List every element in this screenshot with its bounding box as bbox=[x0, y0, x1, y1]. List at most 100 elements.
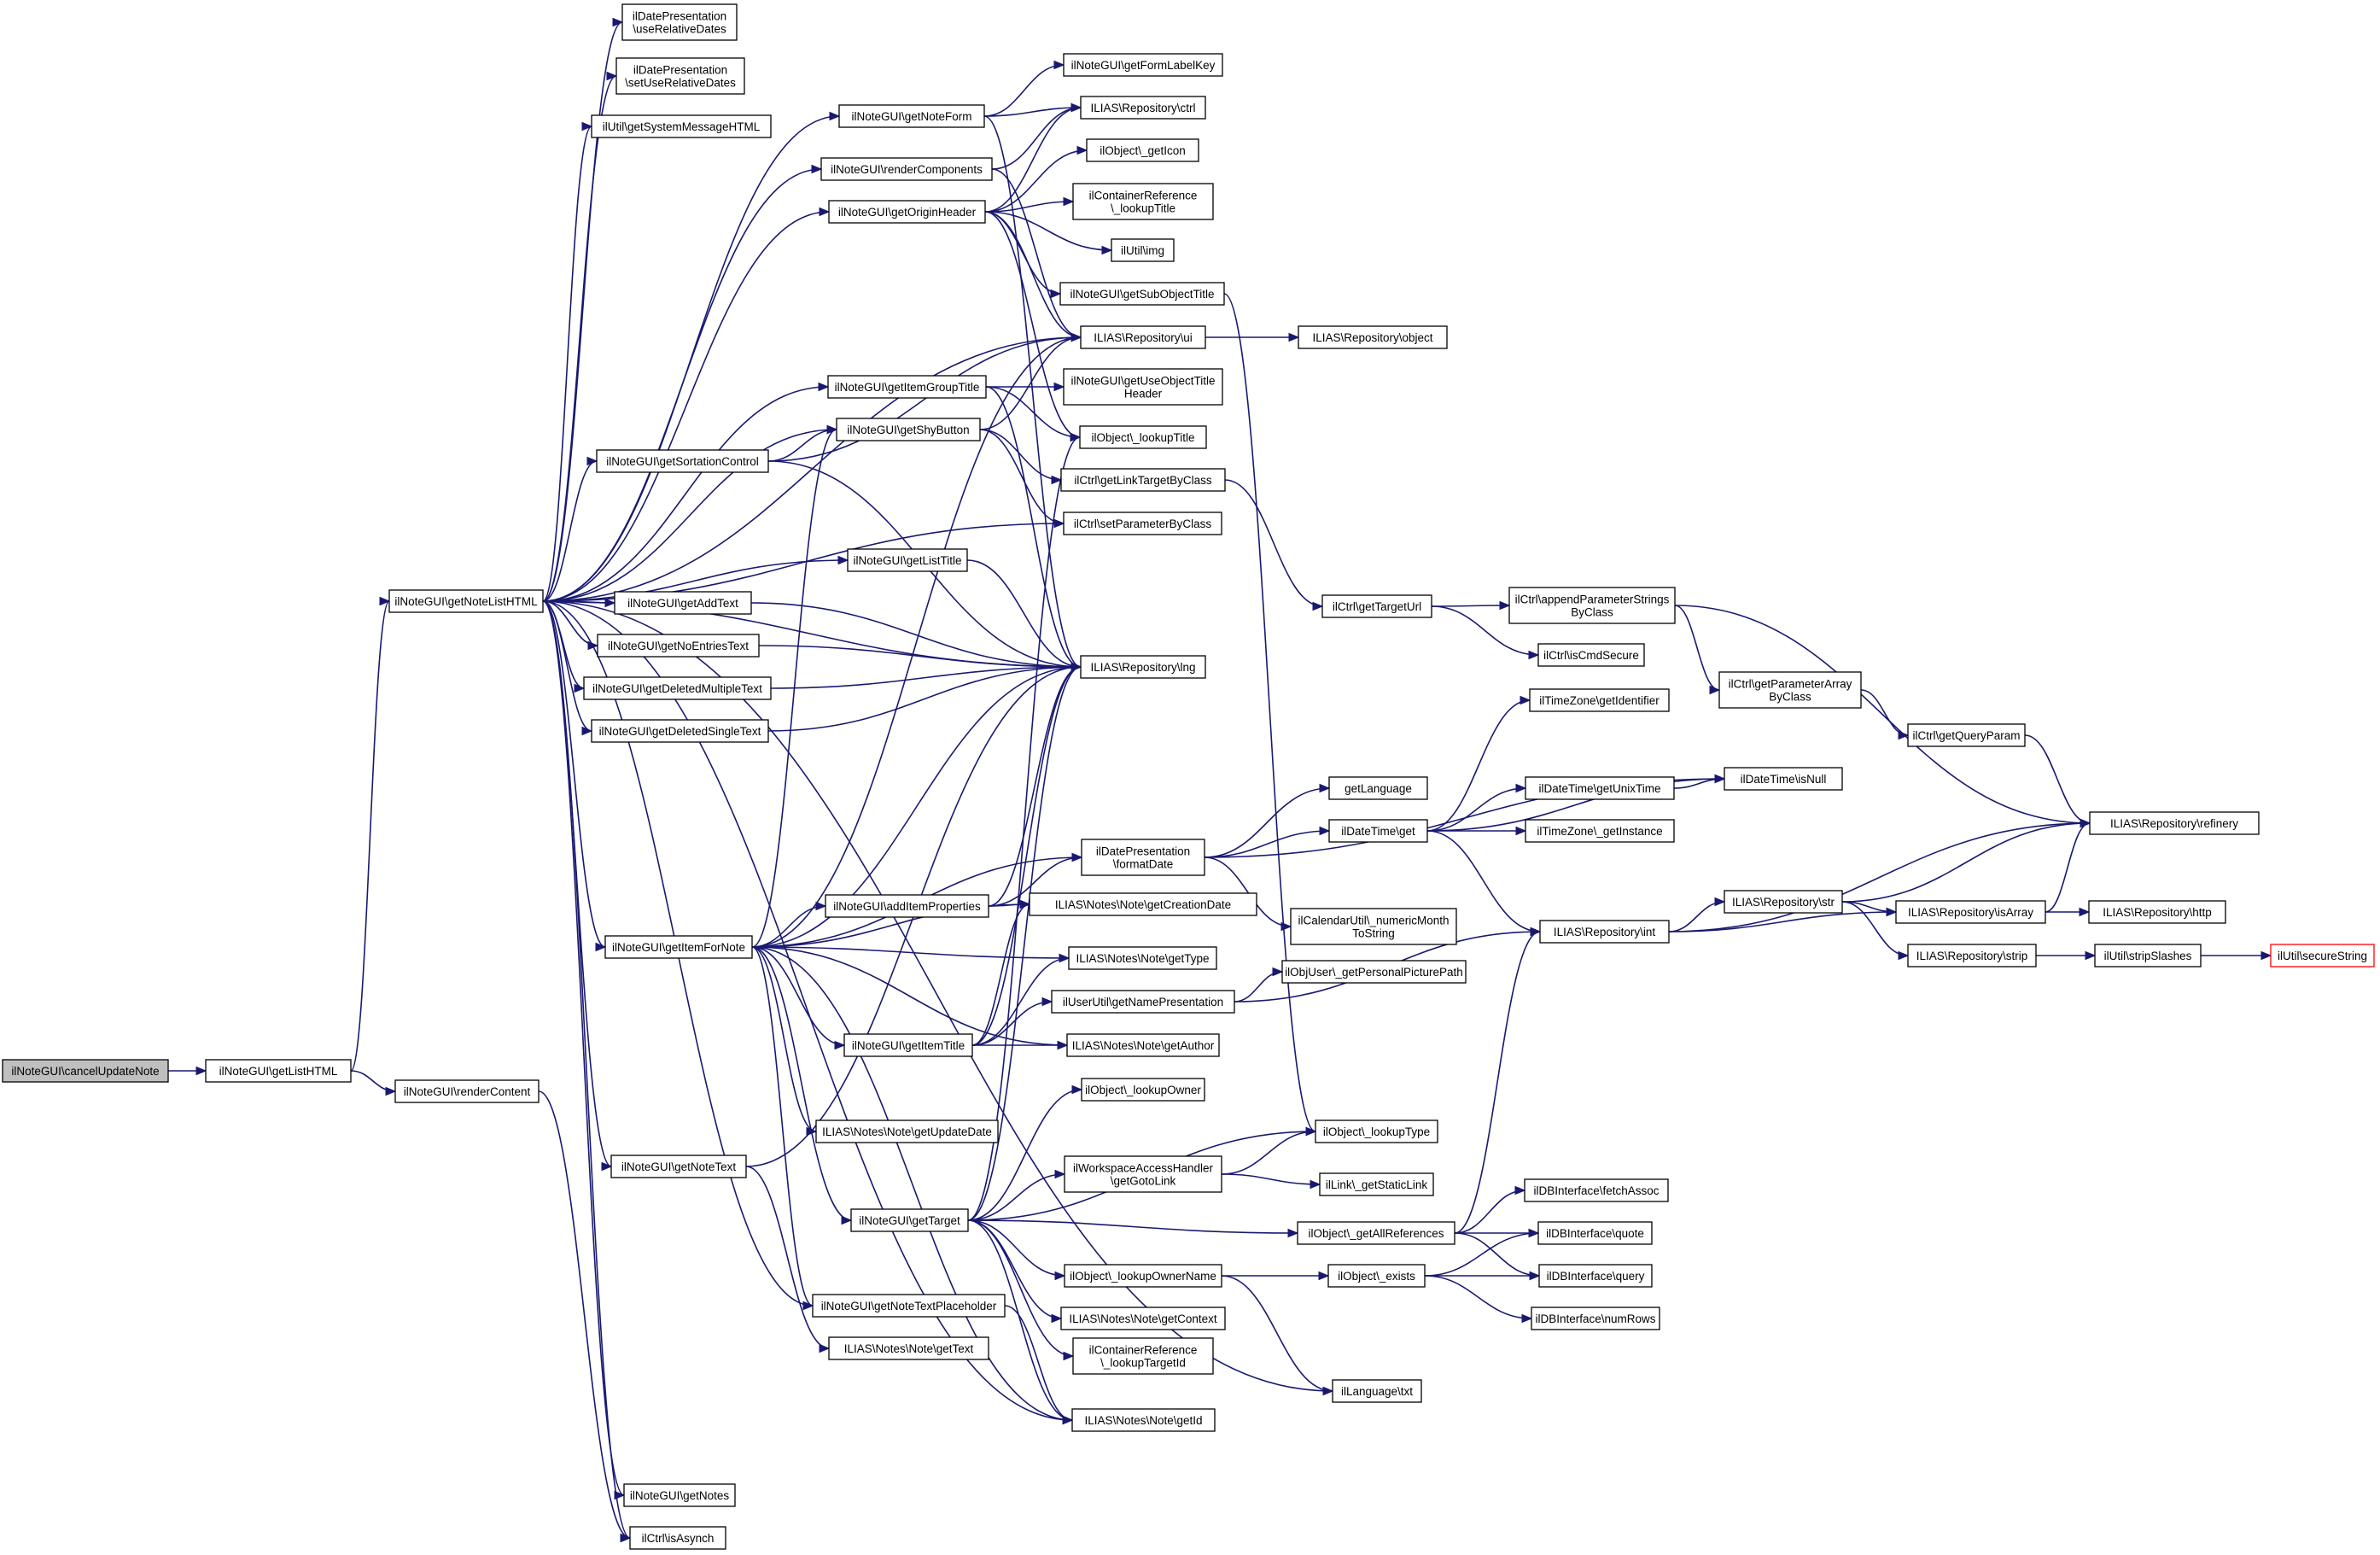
node-ilias-notes-note-getcontext[interactable]: ILIAS\Notes\Note\getContext bbox=[1060, 1307, 1226, 1330]
node-ilobject-lookuptitle[interactable]: ilObject\_lookupTitle bbox=[1079, 425, 1207, 449]
node-ilnotegui-getoriginheader[interactable]: ilNoteGUI\getOriginHeader bbox=[828, 200, 986, 224]
node-getlanguage[interactable]: getLanguage bbox=[1328, 776, 1428, 800]
node-ilnotegui-getnotetextplaceholder[interactable]: ilNoteGUI\getNoteTextPlaceholder bbox=[812, 1294, 1006, 1318]
node-ilobject-lookuptype[interactable]: ilObject\_lookupType bbox=[1315, 1119, 1438, 1143]
node-ilnotegui-getnoentriestext[interactable]: ilNoteGUI\getNoEntriesText bbox=[597, 634, 760, 658]
node-iltimezone-getidentifier[interactable]: ilTimeZone\getIdentifier bbox=[1529, 688, 1670, 712]
node-ildbinterface-query[interactable]: ilDBInterface\query bbox=[1538, 1264, 1653, 1288]
node-box bbox=[850, 1208, 969, 1232]
node-ilnotegui-rendercomponents[interactable]: ilNoteGUI\renderComponents bbox=[820, 157, 993, 181]
node-iluserutil-getnamepresentation[interactable]: ilUserUtil\getNamePresentation bbox=[1051, 990, 1235, 1014]
node-ilias-repository-object[interactable]: ILIAS\Repository\object bbox=[1298, 325, 1448, 349]
node-ilias-repository-isarray[interactable]: ILIAS\Repository\isArray bbox=[1895, 900, 2046, 924]
node-ilctrl-setparameterbyclass[interactable]: ilCtrl\setParameterByClass bbox=[1063, 512, 1222, 535]
node-ilnotegui-getitemfornote[interactable]: ilNoteGUI\getItemForNote bbox=[604, 935, 753, 959]
node-ilias-repository-strip[interactable]: ILIAS\Repository\strip bbox=[1907, 944, 2037, 967]
node-label: ILIAS\Repository\int bbox=[1554, 926, 1656, 938]
node-ilctrl-getlinktargetbyclass[interactable]: ilCtrl\getLinkTargetByClass bbox=[1060, 468, 1226, 492]
node-ilnotegui-getnotetext[interactable]: ilNoteGUI\getNoteText bbox=[610, 1155, 747, 1178]
node-ilias-notes-note-gettype[interactable]: ILIAS\Notes\Note\getType bbox=[1068, 946, 1217, 970]
call-edge-n9-n28 bbox=[984, 211, 1082, 342]
node-label: ilObject\_lookupTitle bbox=[1091, 431, 1194, 444]
node-ilcontainerreference-lookuptargetid[interactable]: ilContainerReference\_lookupTargetId bbox=[1072, 1337, 1214, 1375]
node-ilias-repository-int[interactable]: ILIAS\Repository\int bbox=[1539, 920, 1670, 944]
node-ilnotegui-getaddtext[interactable]: ilNoteGUI\getAddText bbox=[614, 591, 752, 615]
node-ilnotegui-getdeletedsingletext[interactable]: ilNoteGUI\getDeletedSingleText bbox=[591, 719, 769, 743]
node-ilias-notes-note-getupdatedate[interactable]: ILIAS\Notes\Note\getUpdateDate bbox=[815, 1119, 999, 1143]
call-edge-n72-n80 bbox=[1221, 1275, 1334, 1396]
node-ilutil-securestring[interactable]: ilUtil\secureString bbox=[2270, 944, 2375, 967]
node-ilias-repository-lng[interactable]: ILIAS\Repository\lng bbox=[1080, 655, 1206, 679]
node-ilobject-exists[interactable]: ilObject\_exists bbox=[1327, 1264, 1426, 1288]
node-ilutil-img[interactable]: ilUtil\img bbox=[1111, 238, 1175, 262]
node-label: \formatDate bbox=[1113, 858, 1174, 871]
node-iltimezone-getinstance[interactable]: ilTimeZone\_getInstance bbox=[1525, 819, 1675, 843]
node-label: ilLink\_getStaticLink bbox=[1326, 1178, 1428, 1191]
call-edge-n36-n47 bbox=[1674, 605, 2091, 828]
node-ilnotegui-cancelupdatenote[interactable]: ilNoteGUI\cancelUpdateNote bbox=[2, 1059, 169, 1083]
node-ilnotegui-getsortationcontrol[interactable]: ilNoteGUI\getSortationControl bbox=[596, 449, 769, 473]
node-ildbinterface-numrows[interactable]: ilDBInterface\numRows bbox=[1531, 1307, 1660, 1330]
node-label: ToString bbox=[1352, 927, 1395, 940]
node-ilnotegui-getnotes[interactable]: ilNoteGUI\getNotes bbox=[623, 1483, 736, 1507]
node-ilobject-lookupownername[interactable]: ilObject\_lookupOwnerName bbox=[1064, 1264, 1222, 1288]
node-ildatepresentation-setuserelativedates[interactable]: ilDatePresentation\setUseRelativeDates bbox=[615, 57, 745, 95]
node-box bbox=[825, 894, 989, 918]
node-ilias-repository-str[interactable]: ILIAS\Repository\str bbox=[1724, 890, 1843, 914]
node-ilnotegui-additemproperties[interactable]: ilNoteGUI\addItemProperties bbox=[825, 894, 989, 918]
node-illink-getstaticlink[interactable]: ilLink\_getStaticLink bbox=[1319, 1172, 1434, 1196]
node-ilobjuser-getpersonalpicturepath[interactable]: ilObjUser\_getPersonalPicturePath bbox=[1281, 960, 1467, 984]
node-ilias-repository-refinery[interactable]: ILIAS\Repository\refinery bbox=[2089, 811, 2260, 835]
node-ilnotegui-getitemtitle[interactable]: ilNoteGUI\getItemTitle bbox=[843, 1033, 973, 1057]
node-ildatepresentation-userelativedates[interactable]: ilDatePresentation\useRelativeDates bbox=[621, 3, 738, 41]
node-ilnotegui-getsubobjecttitle[interactable]: ilNoteGUI\getSubObjectTitle bbox=[1059, 282, 1225, 306]
node-ilnotegui-getnoteform[interactable]: ilNoteGUI\getNoteForm bbox=[838, 104, 985, 128]
node-ildatetime-isnull[interactable]: ilDateTime\isNull bbox=[1724, 767, 1843, 791]
node-ilias-notes-note-getcreationdate[interactable]: ILIAS\Notes\Note\getCreationDate bbox=[1029, 892, 1257, 916]
node-ilctrl-getqueryparam[interactable]: ilCtrl\getQueryParam bbox=[1907, 723, 2026, 747]
node-ilnotegui-gettarget[interactable]: ilNoteGUI\getTarget bbox=[850, 1208, 969, 1232]
node-ildatetime-getunixtime[interactable]: ilDateTime\getUnixTime bbox=[1525, 776, 1675, 800]
node-ilnotegui-getformlabelkey[interactable]: ilNoteGUI\getFormLabelKey bbox=[1063, 53, 1223, 77]
node-ilctrl-iscmdsecure[interactable]: ilCtrl\isCmdSecure bbox=[1537, 643, 1645, 667]
node-ilctrl-isasynch[interactable]: ilCtrl\isAsynch bbox=[629, 1526, 726, 1550]
node-ilnotegui-getdeletedmultipletext[interactable]: ilNoteGUI\getDeletedMultipleText bbox=[583, 676, 772, 700]
node-ilobject-getallreferences[interactable]: ilObject\_getAllReferences bbox=[1297, 1221, 1455, 1245]
node-ilutil-stripslashes[interactable]: ilUtil\stripSlashes bbox=[2094, 944, 2202, 967]
node-ilias-repository-ui[interactable]: ILIAS\Repository\ui bbox=[1080, 325, 1206, 349]
node-illanguage-txt[interactable]: ilLanguage\txt bbox=[1332, 1379, 1422, 1403]
node-ildbinterface-quote[interactable]: ilDBInterface\quote bbox=[1537, 1221, 1653, 1245]
node-ilnotegui-getitemgrouptitle[interactable]: ilNoteGUI\getItemGroupTitle bbox=[827, 375, 987, 399]
node-ilnotegui-getnotelisthtml[interactable]: ilNoteGUI\getNoteListHTML bbox=[388, 589, 544, 613]
call-edge-n27-n65 bbox=[1223, 293, 1317, 1137]
node-box bbox=[1328, 776, 1428, 800]
node-ilias-notes-note-gettext[interactable]: ILIAS\Notes\Note\getText bbox=[828, 1336, 989, 1360]
node-ilias-notes-note-getid[interactable]: ILIAS\Notes\Note\getId bbox=[1071, 1408, 1216, 1432]
node-ilutil-getsystemmessagehtml[interactable]: ilUtil\getSystemMessageHTML bbox=[591, 114, 772, 138]
node-ildbinterface-fetchassoc[interactable]: ilDBInterface\fetchAssoc bbox=[1524, 1178, 1669, 1202]
node-ilobject-lookupowner[interactable]: ilObject\_lookupOwner bbox=[1081, 1078, 1205, 1102]
node-ildatetime-get[interactable]: ilDateTime\get bbox=[1328, 819, 1428, 843]
node-ilias-repository-http[interactable]: ILIAS\Repository\http bbox=[2088, 900, 2226, 924]
node-ilnotegui-rendercontent[interactable]: ilNoteGUI\renderContent bbox=[394, 1079, 540, 1103]
node-ilias-repository-ctrl[interactable]: ILIAS\Repository\ctrl bbox=[1080, 96, 1206, 120]
node-ilctrl-gettargeturl[interactable]: ilCtrl\getTargetUrl bbox=[1321, 594, 1432, 618]
node-label: ilCtrl\getQueryParam bbox=[1912, 729, 2020, 742]
node-label: ilDBInterface\quote bbox=[1546, 1227, 1644, 1240]
node-ilobject-geticon[interactable]: ilObject\_getIcon bbox=[1086, 138, 1199, 162]
node-ilnotegui-getlisthtml[interactable]: ilNoteGUI\getListHTML bbox=[205, 1059, 352, 1083]
node-ildatepresentation-formatdate[interactable]: ilDatePresentation\formatDate bbox=[1081, 839, 1205, 876]
call-edge-n2-n6 bbox=[542, 121, 593, 602]
node-label: ilNoteGUI\addItemProperties bbox=[833, 900, 981, 913]
node-label: ilDBInterface\fetchAssoc bbox=[1533, 1184, 1659, 1197]
node-ilnotegui-getlisttitle[interactable]: ilNoteGUI\getListTitle bbox=[847, 548, 968, 572]
node-ilias-notes-note-getauthor[interactable]: ILIAS\Notes\Note\getAuthor bbox=[1066, 1033, 1220, 1057]
node-ilworkspaceaccesshandler-getgotolink[interactable]: ilWorkspaceAccessHandler\getGotoLink bbox=[1064, 1155, 1222, 1193]
node-label: ilNoteGUI\getAddText bbox=[627, 597, 738, 610]
node-ilnotegui-getshybutton[interactable]: ilNoteGUI\getShyButton bbox=[836, 418, 981, 441]
node-ilcontainerreference-lookuptitle[interactable]: ilContainerReference\_lookupTitle bbox=[1072, 183, 1214, 220]
